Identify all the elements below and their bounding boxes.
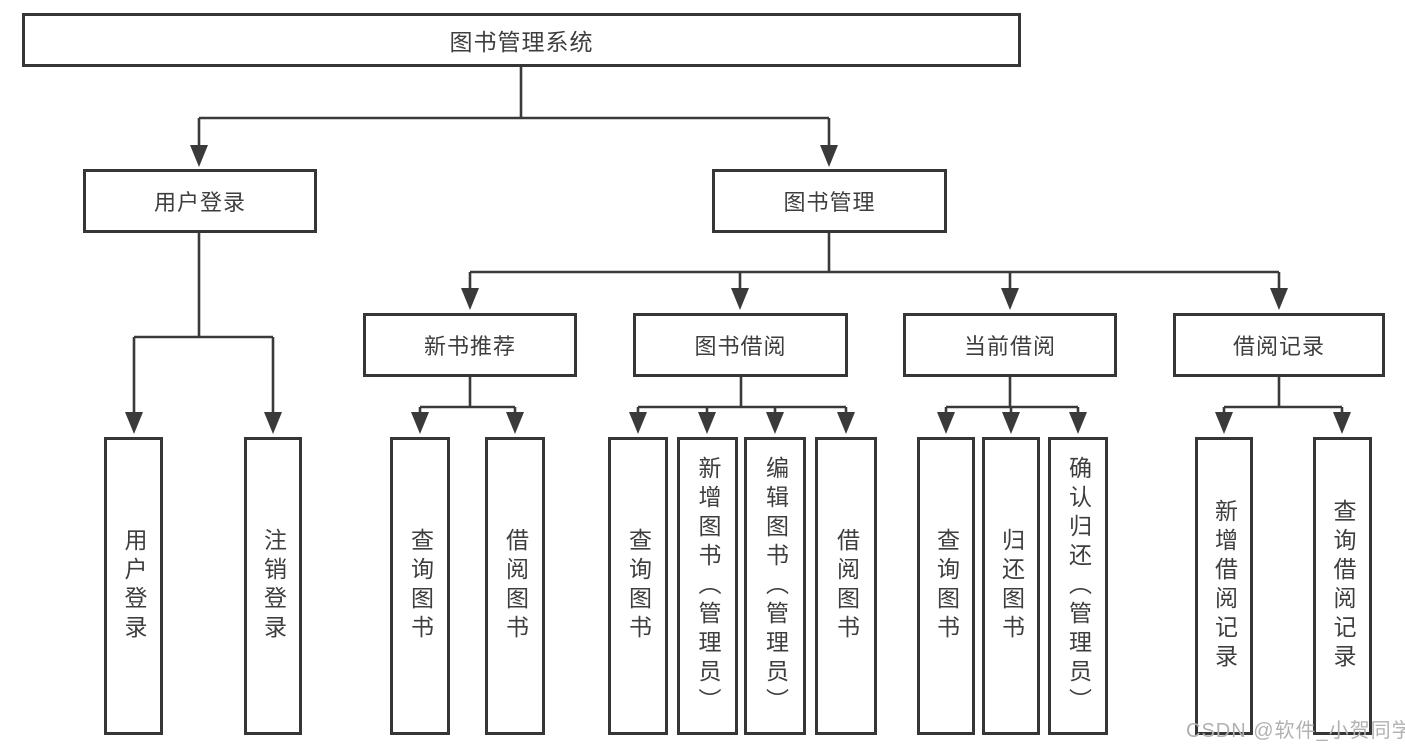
leaf-query-books-recommend: 查询图书 xyxy=(390,437,450,735)
node-label: 图书管理系统 xyxy=(449,29,594,55)
arrowhead-icon xyxy=(731,288,749,310)
node-label: 确认归还（管理员） xyxy=(1065,455,1092,717)
arrowhead-icon xyxy=(461,288,479,310)
node-label: 图书管理 xyxy=(783,190,876,215)
node-label: 查询图书 xyxy=(625,528,652,644)
node-library-system: 图书管理系统 xyxy=(22,13,1021,67)
connector-line xyxy=(944,377,1080,414)
node-label: 新增图书（管理员） xyxy=(695,455,721,717)
connector-line xyxy=(1222,377,1344,414)
node-label: 查询借阅记录 xyxy=(1330,499,1356,673)
node-label: 借阅记录 xyxy=(1232,334,1325,359)
arrowhead-icon xyxy=(1333,412,1351,434)
connector-user-login-children xyxy=(125,233,282,434)
connector-line xyxy=(636,377,848,414)
leaf-confirm-return-admin: 确认归还（管理员） xyxy=(1048,437,1108,735)
leaf-borrow-books: 借阅图书 xyxy=(815,437,877,735)
leaf-query-books-current: 查询图书 xyxy=(917,437,975,735)
leaf-return-books: 归还图书 xyxy=(982,437,1040,735)
leaf-query-books-borrow: 查询图书 xyxy=(608,437,668,735)
arrowhead-icon xyxy=(698,412,716,434)
node-label: 归还图书 xyxy=(998,528,1025,644)
node-label: 当前借阅 xyxy=(963,334,1056,359)
connector-line xyxy=(132,233,275,414)
leaf-query-borrow-record: 查询借阅记录 xyxy=(1313,437,1372,735)
node-label: 注销登录 xyxy=(260,528,287,644)
node-label: 图书借阅 xyxy=(694,334,787,359)
arrowhead-icon xyxy=(506,412,524,434)
node-label: 编辑图书（管理员） xyxy=(762,455,789,717)
connector-current-borrow-children xyxy=(937,377,1087,434)
node-label: 查询图书 xyxy=(407,528,434,644)
connector-root-to-branches xyxy=(190,67,838,167)
arrowhead-icon xyxy=(1270,288,1288,310)
connector-line xyxy=(468,233,1281,290)
arrowhead-icon xyxy=(1002,412,1020,434)
leaf-add-books-admin: 新增图书（管理员） xyxy=(677,437,738,735)
leaf-add-borrow-record: 新增借阅记录 xyxy=(1195,437,1253,735)
leaf-logout-login: 注销登录 xyxy=(244,437,302,735)
arrowhead-icon xyxy=(820,145,838,167)
leaf-edit-books-admin: 编辑图书（管理员） xyxy=(744,437,806,735)
arrowhead-icon xyxy=(411,412,429,434)
node-new-book-recommend: 新书推荐 xyxy=(363,313,577,377)
arrowhead-icon xyxy=(937,412,955,434)
arrowhead-icon xyxy=(1215,412,1233,434)
connector-book-borrow-children xyxy=(629,377,855,434)
node-user-login: 用户登录 xyxy=(83,169,317,233)
node-label: 用户登录 xyxy=(121,528,147,644)
node-label: 新增借阅记录 xyxy=(1211,499,1238,673)
watermark: CSDN @软件_小贺同学 xyxy=(1186,720,1405,742)
arrowhead-icon xyxy=(190,145,208,167)
node-current-borrow: 当前借阅 xyxy=(903,313,1117,377)
node-label: 新书推荐 xyxy=(423,334,516,359)
arrowhead-icon xyxy=(125,412,143,434)
connector-book-management-groups xyxy=(461,233,1288,310)
arrowhead-icon xyxy=(1069,412,1087,434)
node-label: 借阅图书 xyxy=(833,528,860,644)
node-borrow-records: 借阅记录 xyxy=(1173,313,1385,377)
connector-line xyxy=(197,67,831,147)
connector-new-book-recommend-children xyxy=(411,377,524,434)
node-label: 查询图书 xyxy=(933,528,960,644)
node-book-management: 图书管理 xyxy=(712,169,947,233)
leaf-user-login: 用户登录 xyxy=(104,437,163,735)
arrowhead-icon xyxy=(264,412,282,434)
connector-borrow-records-children xyxy=(1215,377,1351,434)
leaf-borrow-books-recommend: 借阅图书 xyxy=(485,437,545,735)
arrowhead-icon xyxy=(629,412,647,434)
node-book-borrow: 图书借阅 xyxy=(633,313,848,377)
node-label: 用户登录 xyxy=(153,190,246,215)
arrowhead-icon xyxy=(766,412,784,434)
arrowhead-icon xyxy=(1001,288,1019,310)
connector-line xyxy=(418,377,517,414)
node-label: 借阅图书 xyxy=(502,528,529,644)
arrowhead-icon xyxy=(837,412,855,434)
